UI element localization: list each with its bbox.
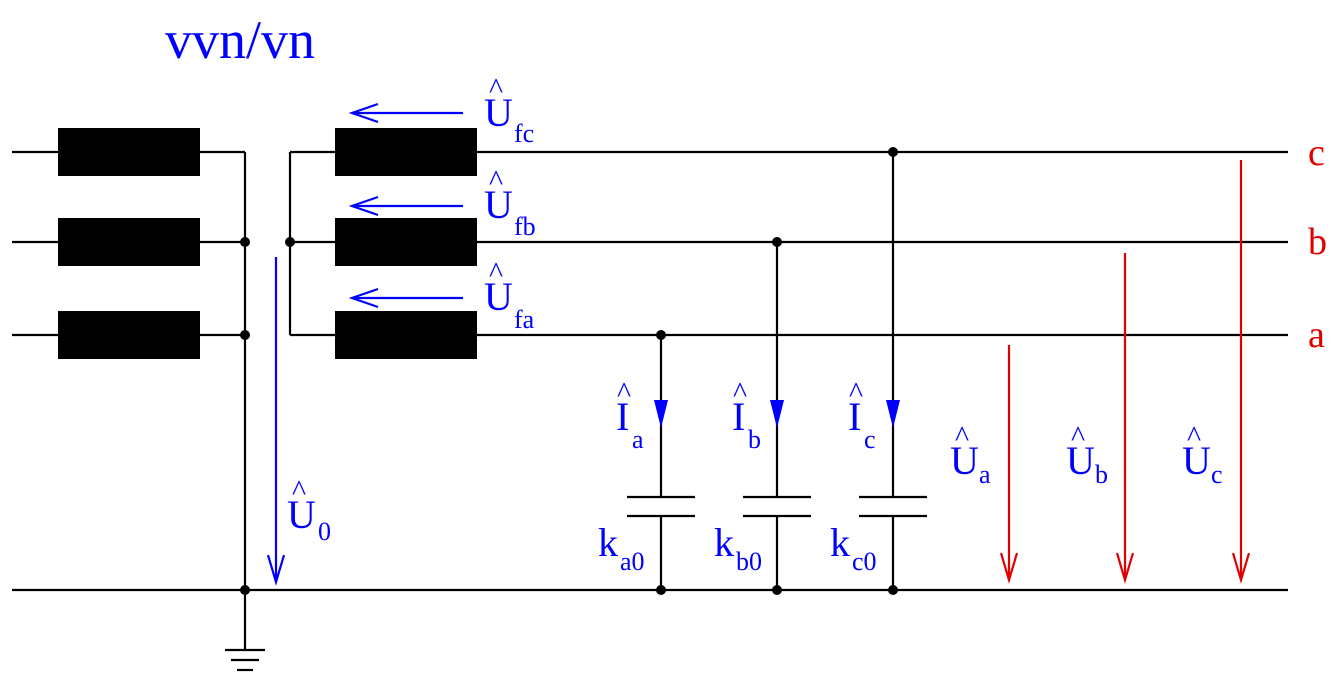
node-dot xyxy=(888,585,898,595)
secondary-winding-a xyxy=(335,311,477,359)
symbol-letter: U xyxy=(1066,438,1095,483)
hat-accent: ^ xyxy=(733,376,747,409)
hat-accent: ^ xyxy=(292,474,306,507)
node-dot xyxy=(888,147,898,157)
node-dot xyxy=(772,237,782,247)
symbol-subscript: a xyxy=(979,460,991,489)
symbol-letter: U xyxy=(287,492,316,537)
label-u-b: ^ U b xyxy=(1066,420,1108,489)
label-i-a: ^ I a xyxy=(616,376,644,454)
symbol-letter: U xyxy=(484,182,513,227)
diagram-title: vvn/vn xyxy=(165,10,315,70)
ground-icon xyxy=(225,648,265,672)
hat-accent: ^ xyxy=(489,256,503,289)
symbol-letter: I xyxy=(848,394,861,439)
symbol-subscript: c0 xyxy=(852,547,877,576)
symbol-subscript: fa xyxy=(514,305,535,334)
primary-winding-b xyxy=(58,218,200,266)
symbol-subscript: b xyxy=(748,425,761,454)
hat-accent: ^ xyxy=(617,376,631,409)
symbol-letter: U xyxy=(950,438,979,483)
node-dot xyxy=(240,330,250,340)
symbol-letter: U xyxy=(484,90,513,135)
symbol-subscript: fc xyxy=(514,119,534,148)
hat-accent: ^ xyxy=(955,420,969,453)
current-arrow-b xyxy=(770,400,784,428)
symbol-subscript: fb xyxy=(514,212,536,241)
hat-accent: ^ xyxy=(489,72,503,105)
secondary-windings xyxy=(285,128,477,359)
phase-voltage-arrows xyxy=(999,160,1251,584)
symbol-subscript: a xyxy=(632,425,644,454)
label-k-b0: k b0 xyxy=(714,520,762,576)
hat-accent: ^ xyxy=(489,164,503,197)
node-dot xyxy=(772,585,782,595)
label-u-fa: ^ U fa xyxy=(484,256,535,334)
current-arrow-a xyxy=(654,400,668,428)
neutral-voltage-arrow xyxy=(266,257,286,586)
primary-winding-c xyxy=(58,128,200,176)
label-u-a: ^ U a xyxy=(950,420,991,489)
primary-winding-a xyxy=(58,311,200,359)
hat-accent: ^ xyxy=(1071,420,1085,453)
symbol-letter: k xyxy=(598,520,618,565)
label-u-c: ^ U c xyxy=(1182,420,1223,489)
node-dot xyxy=(240,237,250,247)
label-i-b: ^ I b xyxy=(732,376,761,454)
hat-accent: ^ xyxy=(1187,420,1201,453)
secondary-winding-b xyxy=(335,218,477,266)
node-dot xyxy=(285,237,295,247)
label-k-a0: k a0 xyxy=(598,520,645,576)
symbol-letter: U xyxy=(1182,438,1211,483)
symbol-subscript: b0 xyxy=(736,547,762,576)
branch-c xyxy=(859,147,927,595)
phase-label-a: a xyxy=(1308,314,1325,356)
phase-label-c: c xyxy=(1308,132,1325,174)
label-i-c: ^ I c xyxy=(848,376,876,454)
symbol-letter: U xyxy=(484,274,513,319)
symbol-subscript: c xyxy=(864,425,876,454)
primary-windings xyxy=(12,128,250,650)
node-dot xyxy=(656,330,666,340)
symbol-letter: k xyxy=(714,520,734,565)
symbol-subscript: c xyxy=(1211,460,1223,489)
hat-accent: ^ xyxy=(849,376,863,409)
symbol-subscript: b xyxy=(1095,460,1108,489)
label-u-0: ^ U 0 xyxy=(287,474,331,546)
branch-b xyxy=(743,237,811,595)
node-dot xyxy=(656,585,666,595)
symbol-letter: I xyxy=(616,394,629,439)
symbol-letter: I xyxy=(732,394,745,439)
source-voltage-arrows xyxy=(348,102,463,309)
label-u-fc: ^ U fc xyxy=(484,72,534,148)
symbol-subscript: a0 xyxy=(620,547,645,576)
current-arrow-c xyxy=(886,400,900,428)
symbol-letter: k xyxy=(830,520,850,565)
secondary-winding-c xyxy=(335,128,477,176)
label-u-fb: ^ U fb xyxy=(484,164,536,241)
label-k-c0: k c0 xyxy=(830,520,877,576)
symbol-subscript: 0 xyxy=(318,517,331,546)
phase-label-b: b xyxy=(1308,221,1327,263)
